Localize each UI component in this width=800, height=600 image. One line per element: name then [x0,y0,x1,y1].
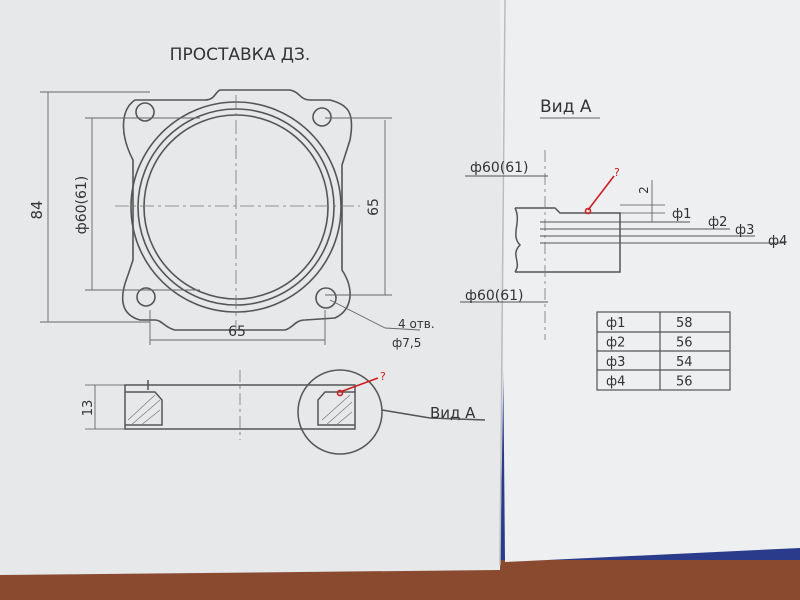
view-a-callout: Вид А [430,404,476,422]
dim-horizontal-65: 65 [228,324,246,340]
detail-circle [297,369,383,455]
table-cell-label: ф2 [606,336,625,351]
sheet2-title: Вид А [540,97,592,117]
callout-f2: ф2 [708,215,727,230]
bolt-hole-bl [136,287,156,307]
dim-thickness-13: 13 [81,400,96,417]
bolt-hole-tr [312,107,332,127]
question-mark-sheet1: ? [380,370,386,383]
section-arrows [460,175,785,303]
flange-outline [121,89,353,331]
table-cell-label: ф4 [606,375,625,390]
red-marker-sheet2 [584,175,615,215]
sheet2-dim-bottom: ф60(61) [465,288,524,304]
hole-note-count: 4 отв. [398,317,435,331]
hole-note-diameter: ф7,5 [392,336,421,350]
dimensions-sheet1 [40,91,421,345]
dim-bore-diameter: ф60(61) [74,176,90,235]
sheet2-dim-top: ф60(61) [470,160,529,176]
callout-f4: ф4 [768,234,787,249]
side-view-hatch [127,394,353,427]
sheet-edge [499,0,506,566]
bolt-hole-br [315,287,337,309]
flange-side-view [85,369,486,455]
callout-f1: ф1 [672,207,691,222]
sheet1-title: ПРОСТАВКА ДЗ. [170,45,311,65]
table-cell-label: ф3 [606,355,625,370]
sheet-right [500,0,800,562]
dim-height-84: 84 [28,200,46,219]
bolt-hole-tl [135,102,155,122]
question-mark-sheet2: ? [614,166,620,179]
section-view-a [514,150,665,340]
table-cell-value: 56 [676,336,693,351]
red-marker-sheet1 [336,377,379,397]
sheet2-dim-2: 2 [637,186,651,194]
diameter-table [596,311,731,391]
table-cell-value: 58 [676,316,693,331]
table-cells: ф1 58 ф2 56 ф3 54 ф4 56 [606,316,693,390]
dim-vertical-65: 65 [366,198,382,216]
centre-lines [115,95,360,330]
table-cell-value: 56 [676,375,693,390]
table-cell-value: 54 [676,355,693,370]
table-cell-label: ф1 [606,316,625,331]
sheet-left [0,0,510,575]
callout-f3: ф3 [735,223,754,238]
